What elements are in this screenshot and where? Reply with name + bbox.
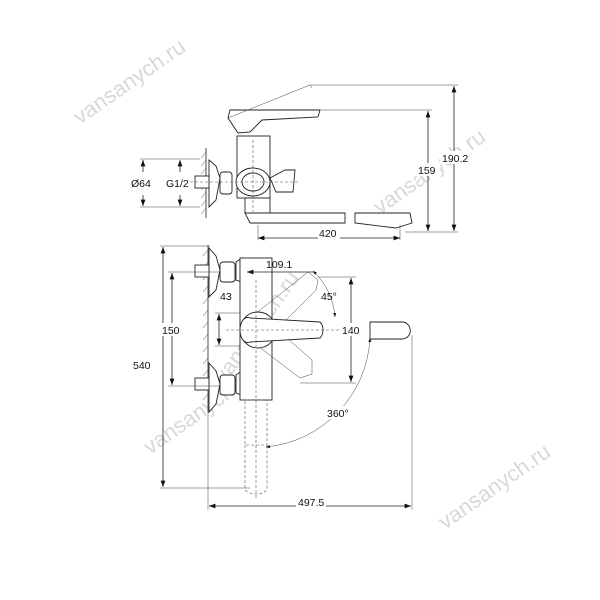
watermark: vansanych.ru xyxy=(434,439,556,535)
watermark: vansanych.ru xyxy=(69,34,191,130)
dim-thread: G1/2 xyxy=(166,178,189,190)
watermarks: vansanych.ru vansanych.ru vansanych.ru v… xyxy=(69,34,556,535)
dim-spout-rotation: 360° xyxy=(327,408,349,420)
dim-lever-span: 140 xyxy=(342,325,360,337)
dim-lever-reach: 109.1 xyxy=(266,259,292,271)
dim-diameter: Ø64 xyxy=(131,178,151,190)
dim-spout-length: 420 xyxy=(319,228,337,240)
dim-inlet-spacing: 150 xyxy=(162,325,180,337)
dim-total-height-front: 540 xyxy=(133,360,151,372)
dim-spout-height: 159 xyxy=(418,165,436,177)
front-view: 540 150 43 109.1 45° 140 360° 497.5 xyxy=(131,245,413,510)
dim-lever-angle: 45° xyxy=(321,291,337,303)
side-view: Ø64 G1/2 420 159 190.2 xyxy=(131,84,472,241)
dim-handle: 43 xyxy=(220,291,232,303)
dim-total-height: 190.2 xyxy=(442,153,468,165)
dim-total-width: 497.5 xyxy=(298,497,324,509)
